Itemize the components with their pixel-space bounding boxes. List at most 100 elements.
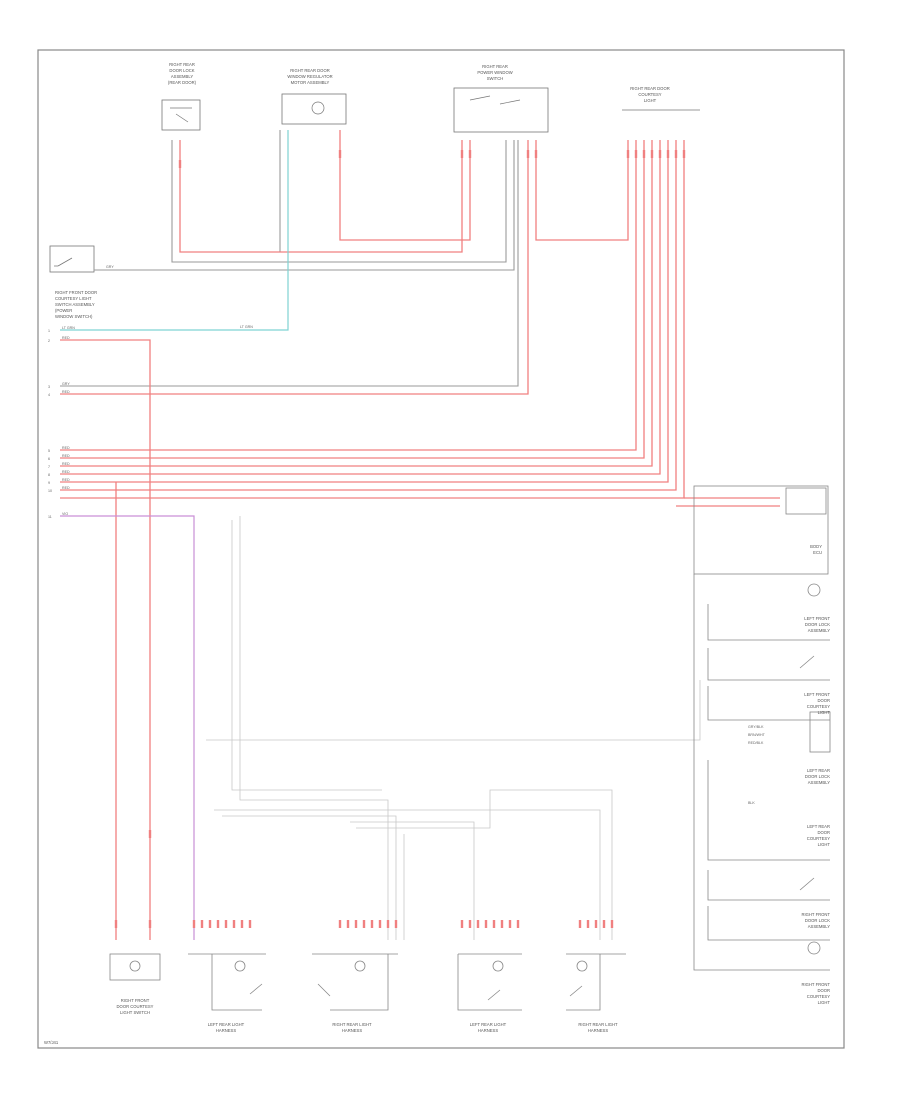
component-label-line: LEFT REAR LIGHT bbox=[470, 1022, 507, 1027]
component-right-rear-door-lock: RIGHT REAR DOOR LOCK ASSEMBLY (REAR DOOR… bbox=[161, 62, 201, 131]
component-label-line: HARNESS bbox=[216, 1028, 236, 1033]
component-label-line: LEFT FRONT bbox=[804, 692, 830, 697]
component-label-line: RIGHT FRONT DOOR bbox=[55, 290, 97, 295]
component-label-line: DOOR bbox=[817, 830, 830, 835]
component-label-line: DOOR bbox=[817, 988, 830, 993]
component-label-line: RIGHT REAR bbox=[169, 62, 195, 67]
component-label-line: RIGHT FRONT bbox=[801, 912, 830, 917]
pin-number: 7 bbox=[48, 465, 50, 469]
right-component-labels: BODY ECU LEFT FRONT DOOR LOCK ASSEMBLY L… bbox=[801, 544, 830, 1005]
wire-group-red bbox=[60, 130, 780, 940]
right-component-stack bbox=[693, 485, 831, 971]
component-label-line: LEFT FRONT bbox=[804, 616, 830, 621]
component-label-line: RIGHT FRONT bbox=[801, 982, 830, 987]
component-label-line: ASSEMBLY bbox=[808, 780, 830, 785]
component-right-rear-power-window-switch: RIGHT REAR POWER WINDOW SWITCH bbox=[453, 64, 549, 133]
component-label-line: LIGHT bbox=[818, 710, 831, 715]
wire-group-gray bbox=[60, 130, 519, 387]
component-label-line: WINDOW REGULATOR bbox=[287, 74, 332, 79]
wire-tag: LT GRN bbox=[240, 325, 253, 329]
component-label-line: LEFT REAR bbox=[807, 768, 830, 773]
component-label-line: (POWER bbox=[55, 308, 72, 313]
wire-code: RED bbox=[62, 446, 70, 450]
component-right-front-door-courtesy-switch: RIGHT FRONT DOOR COURTESY LIGHT SWITCH A… bbox=[49, 245, 97, 319]
connector-marks bbox=[114, 150, 686, 928]
component-label-line: DOOR LOCK bbox=[169, 68, 194, 73]
component-label-line: DOOR COURTESY bbox=[117, 1004, 154, 1009]
component-label-line: BODY bbox=[810, 544, 822, 549]
component-label-line: LEFT REAR bbox=[807, 824, 830, 829]
component-label-line: WINDOW SWITCH) bbox=[55, 314, 93, 319]
component-label-line: SWITCH ASSEMBLY bbox=[55, 302, 95, 307]
component-label-line: DOOR LOCK bbox=[805, 622, 830, 627]
component-label-line: ASSEMBLY bbox=[808, 924, 830, 929]
pin-number: 8 bbox=[48, 473, 50, 477]
wire-code: RED bbox=[62, 470, 70, 474]
component-label-line: COURTESY LIGHT bbox=[55, 296, 92, 301]
component-label-line: MOTOR ASSEMBLY bbox=[291, 80, 330, 85]
wire-tag: RED/BLK bbox=[748, 741, 764, 745]
component-label-line: HARNESS bbox=[478, 1028, 498, 1033]
wire-group-light bbox=[206, 516, 701, 940]
left-pin-block: 1 LT GRN 2 RED 3 GRY 4 RED 5 RED 6 RED 7… bbox=[48, 326, 75, 519]
bottom-component-labels: RIGHT FRONT DOOR COURTESY LIGHT SWITCH L… bbox=[117, 998, 619, 1033]
component-label-line: POWER WINDOW bbox=[477, 70, 512, 75]
wire-group-violet bbox=[60, 515, 195, 940]
component-label-line: (REAR DOOR) bbox=[168, 80, 197, 85]
wire-code: RED bbox=[62, 336, 70, 340]
bottom-connector-pins bbox=[192, 920, 614, 928]
wire-code: LT GRN bbox=[62, 326, 75, 330]
diagram-frame bbox=[37, 49, 845, 1049]
wire-code: RED bbox=[62, 390, 70, 394]
pin-number: 9 bbox=[48, 481, 50, 485]
bottom-component-shapes bbox=[109, 953, 626, 1011]
pin-number: 1 bbox=[48, 329, 50, 333]
component-label-line: SWITCH bbox=[487, 76, 504, 81]
component-label-line: LIGHT bbox=[818, 1000, 831, 1005]
component-label-line: RIGHT REAR LIGHT bbox=[332, 1022, 372, 1027]
wire-tag: BRN/WHT bbox=[748, 733, 766, 737]
component-label-line: RIGHT REAR bbox=[482, 64, 508, 69]
component-label-line: RIGHT REAR DOOR bbox=[290, 68, 329, 73]
component-label-line: LIGHT bbox=[644, 98, 657, 103]
component-label-line: COURTESY bbox=[638, 92, 661, 97]
component-label-line: DOOR LOCK bbox=[805, 918, 830, 923]
component-label-line: COURTESY bbox=[807, 836, 830, 841]
wire-group-cyan bbox=[60, 130, 289, 331]
component-label-line: HARNESS bbox=[342, 1028, 362, 1033]
pin-number: 5 bbox=[48, 449, 50, 453]
component-label-line: COURTESY bbox=[807, 704, 830, 709]
pin-number: 6 bbox=[48, 457, 50, 461]
wire-code: VIO bbox=[62, 512, 68, 516]
component-label-line: LEFT REAR LIGHT bbox=[208, 1022, 245, 1027]
pin-number: 2 bbox=[48, 339, 50, 343]
component-label-line: COURTESY bbox=[807, 994, 830, 999]
wire-tag: BLK bbox=[748, 801, 755, 805]
wire-tag: GRY/BLK bbox=[748, 725, 764, 729]
component-label-line: ECU bbox=[813, 550, 822, 555]
pin-number: 3 bbox=[48, 385, 50, 389]
pin-number: 11 bbox=[48, 515, 52, 519]
component-label-line: ASSEMBLY bbox=[808, 628, 830, 633]
component-label-line: ASSEMBLY bbox=[171, 74, 193, 79]
component-label-line: DOOR LOCK bbox=[805, 774, 830, 779]
wire-code: RED bbox=[62, 486, 70, 490]
component-label-line: DOOR bbox=[817, 698, 830, 703]
pin-number: 4 bbox=[48, 393, 50, 397]
wire-code: RED bbox=[62, 478, 70, 482]
component-label-line: HARNESS bbox=[588, 1028, 608, 1033]
component-right-rear-courtesy-light: RIGHT REAR DOOR COURTESY LIGHT bbox=[622, 86, 700, 111]
wire-tags: GRY LT GRN GRY/BLK BRN/WHT RED/BLK BLK bbox=[106, 265, 766, 805]
component-label-line: RIGHT FRONT bbox=[121, 998, 150, 1003]
component-label-line: LIGHT bbox=[818, 842, 831, 847]
wire-code: RED bbox=[62, 454, 70, 458]
wire-tag: GRY bbox=[106, 265, 114, 269]
component-label-line: RIGHT REAR DOOR bbox=[630, 86, 669, 91]
component-label-line: RIGHT REAR LIGHT bbox=[578, 1022, 618, 1027]
wire-code: RED bbox=[62, 462, 70, 466]
component-right-rear-window-motor: RIGHT REAR DOOR WINDOW REGULATOR MOTOR A… bbox=[281, 68, 347, 125]
diagram-footer-code: W7/J41 bbox=[44, 1040, 59, 1045]
pin-number: 10 bbox=[48, 489, 52, 493]
component-label-line: LIGHT SWITCH bbox=[120, 1010, 150, 1015]
